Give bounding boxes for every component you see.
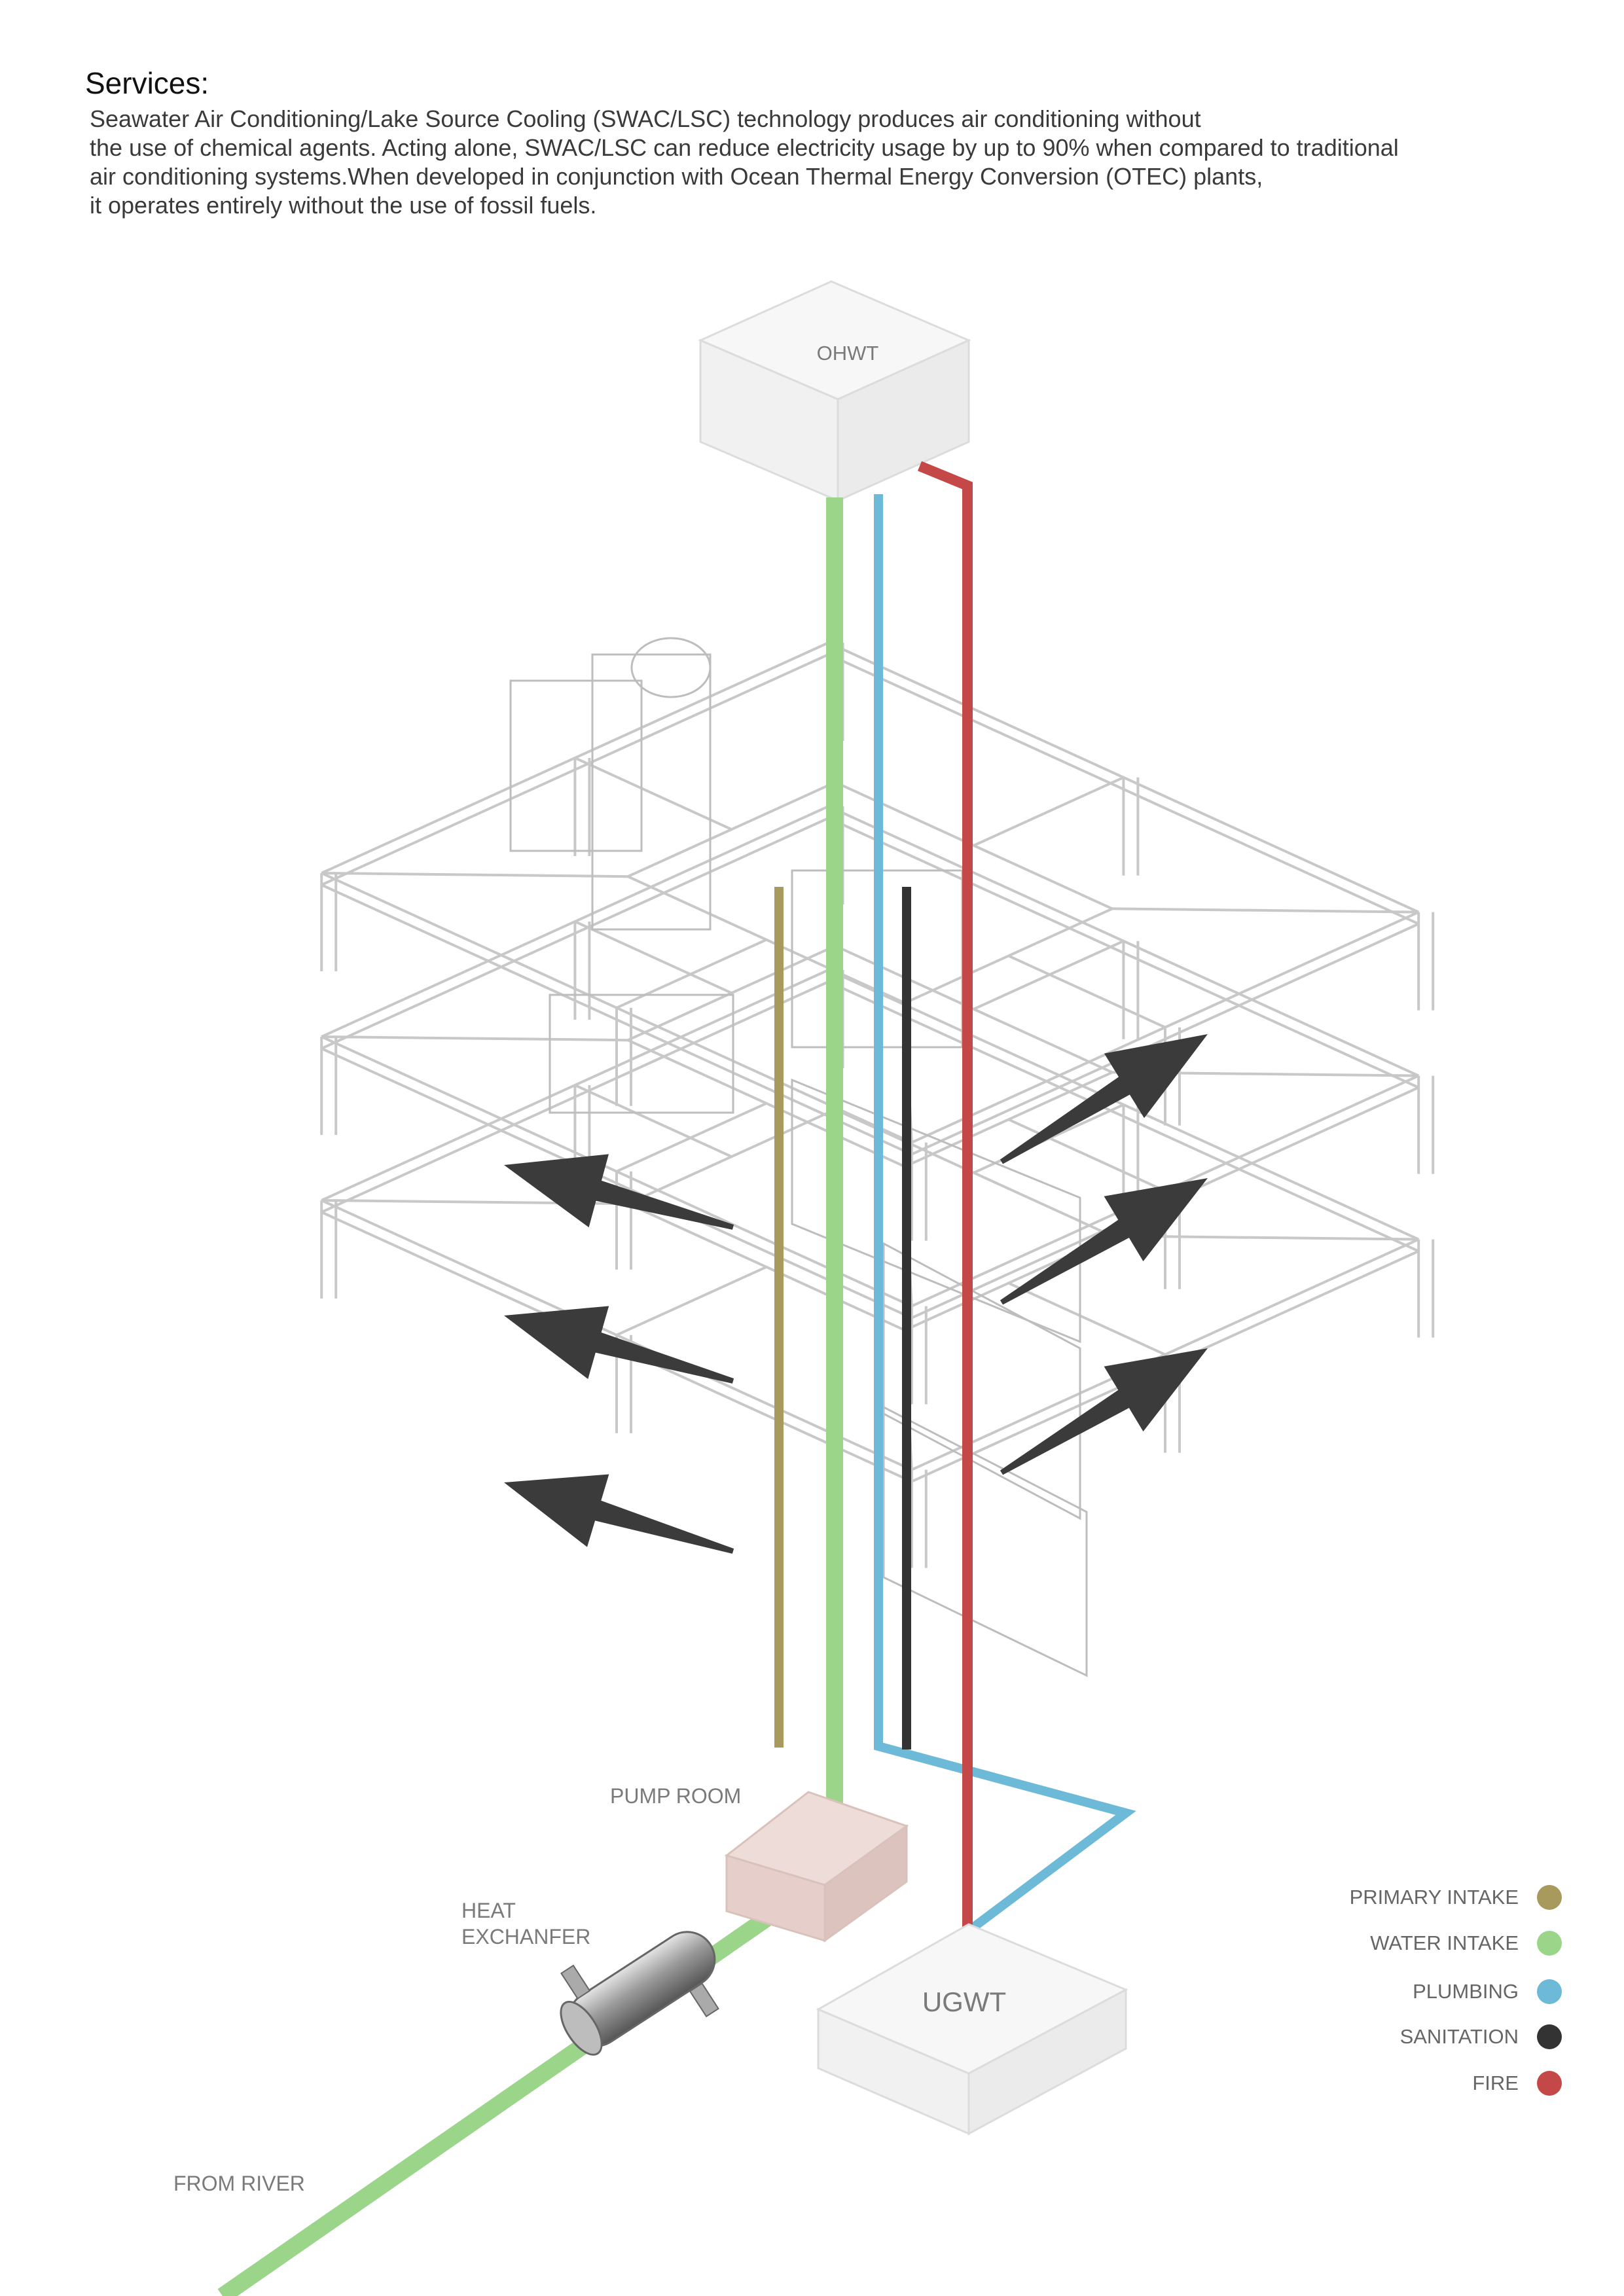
airflow-arrow <box>504 1306 734 1384</box>
legend-label: SANITATION <box>1399 2025 1519 2048</box>
ugwt-label: UGWT <box>922 1986 1006 2017</box>
water-intake-pipe <box>217 497 843 2296</box>
ugwt-tank <box>816 1923 1128 2136</box>
legend-swatch <box>1537 1931 1562 1956</box>
legend-swatch <box>1537 1885 1562 1910</box>
legend-item: PRIMARY INTAKE <box>1350 1885 1562 1910</box>
airflow-arrow <box>1000 1034 1208 1164</box>
pump-room-label: PUMP ROOM <box>610 1784 741 1808</box>
legend-label: PRIMARY INTAKE <box>1349 1886 1519 1909</box>
description-line: Seawater Air Conditioning/Lake Source Co… <box>90 105 1201 132</box>
ohwt-label: OHWT <box>817 342 879 365</box>
building-frame <box>320 641 1435 1568</box>
airflow-arrow <box>1000 1178 1208 1305</box>
legend-label: WATER INTAKE <box>1370 1931 1519 1954</box>
pump-room <box>724 1791 909 1943</box>
heat-exchanger-label: EXCHANFER <box>461 1925 590 1948</box>
plumbing-pipe <box>874 494 1136 1935</box>
description: Seawater Air Conditioning/Lake Source Co… <box>90 105 1595 220</box>
floor-frame <box>320 641 1435 1241</box>
floor-frame <box>320 805 1435 1405</box>
airflow-arrow <box>504 1474 734 1554</box>
legend-item: SANITATION <box>1400 2024 1562 2049</box>
legend-item: PLUMBING <box>1413 1979 1562 2004</box>
fire-pipe <box>917 461 973 1929</box>
airflow-arrow <box>504 1154 734 1230</box>
legend-swatch <box>1537 2024 1562 2049</box>
from-river-label: FROM RIVER <box>173 2172 305 2195</box>
legend-label: PLUMBING <box>1413 1980 1519 2003</box>
description-line: it operates entirely without the use of … <box>90 192 597 219</box>
description-line: the use of chemical agents. Acting alone… <box>90 134 1399 161</box>
airflow-arrow <box>1000 1348 1208 1475</box>
legend-swatch <box>1537 1979 1562 2004</box>
description-line: air conditioning systems.When developed … <box>90 163 1263 190</box>
legend-item: WATER INTAKE <box>1370 1931 1562 1956</box>
legend-label: FIRE <box>1472 2072 1519 2094</box>
heat-exchanger-label: HEAT <box>461 1899 516 1922</box>
airflow-arrows <box>504 1034 1208 1554</box>
page-title: Services: <box>85 66 209 100</box>
ohwt-tank <box>698 280 971 503</box>
legend-item: FIRE <box>1472 2071 1562 2096</box>
legend-swatch <box>1537 2071 1562 2096</box>
heat-exchanger <box>560 1931 719 2056</box>
